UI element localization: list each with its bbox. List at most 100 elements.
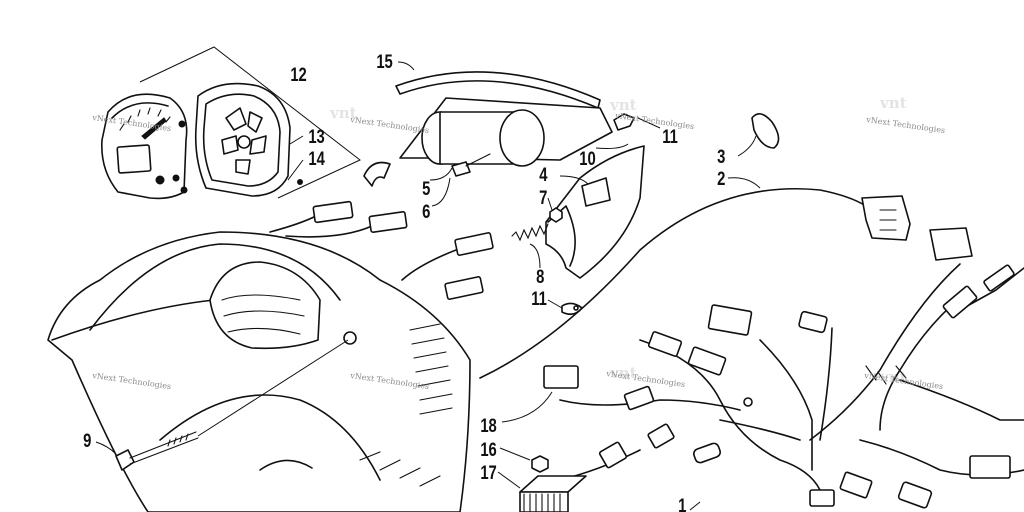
harness-branch xyxy=(559,399,741,411)
hood-inner-rim xyxy=(89,243,341,331)
leader-17 xyxy=(497,471,521,489)
hood-fairing[interactable] xyxy=(47,231,471,512)
nut-7 xyxy=(549,207,563,223)
leader-5 xyxy=(429,167,453,181)
gauge-back-cover xyxy=(194,82,291,197)
spring-8 xyxy=(511,223,549,242)
bracket-edge xyxy=(547,205,576,267)
harness-branch xyxy=(759,339,813,471)
leader-11-top xyxy=(637,117,661,129)
harness-connector xyxy=(798,310,828,334)
leader-13 xyxy=(289,135,304,145)
grommet-3 xyxy=(751,113,780,149)
gauge-lcd xyxy=(116,144,152,174)
gauge-mount-stud xyxy=(178,120,186,128)
hood-lip xyxy=(51,299,215,341)
leader-8 xyxy=(529,243,541,269)
callout-14: 14 xyxy=(308,148,325,169)
leader-16 xyxy=(499,447,531,461)
cluster-harness[interactable] xyxy=(269,200,494,300)
leader-14 xyxy=(287,159,304,181)
headlight-opening-shading xyxy=(221,294,305,335)
hood-mount-lip xyxy=(259,459,313,471)
cluster-wire xyxy=(269,215,317,233)
watermark-text: vNext Technologies xyxy=(349,115,430,135)
callout-numbers: 12 15 13 14 11 3 10 2 4 5 7 6 8 11 9 18 … xyxy=(83,51,725,512)
headlight-wire xyxy=(401,249,457,281)
callout-16: 16 xyxy=(480,439,496,460)
gauge-cover-hub xyxy=(237,135,251,149)
harness-connector xyxy=(809,489,835,507)
gauge-back-cover-rim xyxy=(202,93,281,187)
headlight-bulb-housing-right xyxy=(499,109,545,167)
headlight-bulb-6 xyxy=(451,161,471,177)
headlight-socket-5 xyxy=(363,161,391,187)
bolt-axis-line xyxy=(197,339,349,437)
harness-connector xyxy=(707,304,753,336)
hood-lower-vents xyxy=(359,451,441,487)
callout-10: 10 xyxy=(579,148,595,169)
leader-18 xyxy=(501,391,553,423)
harness-connector xyxy=(839,471,873,499)
leader-11-lower xyxy=(547,299,563,309)
leader-6 xyxy=(431,177,451,207)
callout-12: 12 xyxy=(290,64,306,85)
callout-13: 13 xyxy=(308,126,324,147)
bolt-9[interactable] xyxy=(95,339,349,471)
bolt-threads xyxy=(167,433,189,447)
cluster-bracket xyxy=(139,46,361,199)
nut-16 xyxy=(531,455,549,473)
harness-connector xyxy=(969,455,1011,479)
headlight-opening xyxy=(209,261,321,350)
harness-connector xyxy=(897,481,933,509)
clip-11-lower xyxy=(561,302,583,316)
callout-8: 8 xyxy=(536,266,544,287)
harness-connector xyxy=(647,423,675,449)
harness-connector xyxy=(942,285,978,319)
harness-eyelet xyxy=(743,397,753,407)
leader-1 xyxy=(689,501,701,511)
instrument-cluster[interactable] xyxy=(101,46,361,200)
hood-vent-louvers xyxy=(409,323,453,415)
harness-branch xyxy=(819,327,833,441)
connector-pins xyxy=(879,209,897,231)
screw-14 xyxy=(297,179,303,185)
headlight-connector xyxy=(454,232,494,256)
cluster-connector xyxy=(312,200,354,224)
harness-connector xyxy=(692,442,722,464)
gauge-dial-arc xyxy=(111,102,169,119)
harness-lead-2 xyxy=(479,187,867,379)
bracket-tab xyxy=(581,177,611,207)
headlight-assembly[interactable] xyxy=(363,97,661,187)
callout-11-top: 11 xyxy=(662,126,678,147)
harness-connector-mate xyxy=(929,227,973,261)
harness-connector xyxy=(598,441,628,469)
leader-3 xyxy=(737,135,757,157)
gauge-ticks xyxy=(119,107,171,131)
callout-6: 6 xyxy=(422,201,430,222)
headlight-connector xyxy=(444,276,484,300)
harness-branch xyxy=(809,263,961,441)
leader-10 xyxy=(595,143,629,149)
watermark-logo: vnt xyxy=(879,94,907,112)
callout-9: 9 xyxy=(83,430,91,451)
bracket-body xyxy=(545,145,645,279)
fairing-bracket[interactable] xyxy=(511,143,645,316)
hood-bolt-hole xyxy=(343,331,357,345)
regulator-fins xyxy=(523,493,561,512)
watermark-text: vNext Technologies xyxy=(865,115,946,135)
watermark-logo: vnt xyxy=(329,104,357,122)
watermark-logo: vnt xyxy=(879,368,907,386)
watermark-text: vNext Technologies xyxy=(605,369,686,389)
callout-1: 1 xyxy=(678,495,686,512)
gauge-needle xyxy=(141,117,167,140)
harness-ties xyxy=(865,365,907,385)
bolt-shaft xyxy=(129,431,199,465)
regulator-body xyxy=(519,491,569,512)
leader-7 xyxy=(547,197,553,211)
harness-connector-18 xyxy=(543,365,579,389)
harness-branch xyxy=(639,339,821,491)
main-harness[interactable] xyxy=(429,113,1024,512)
clip-11-top xyxy=(613,113,635,131)
